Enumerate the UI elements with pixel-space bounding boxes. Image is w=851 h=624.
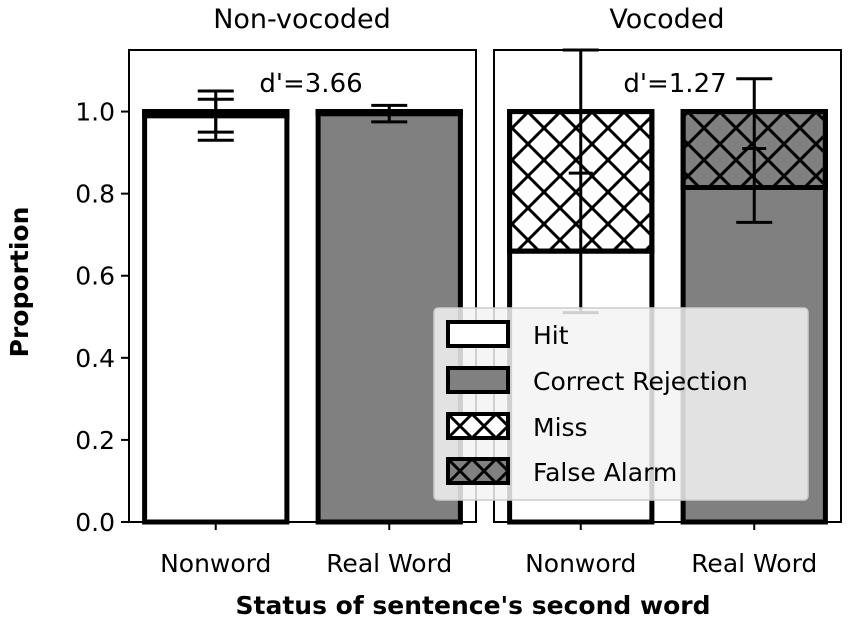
legend-label-miss: Miss [533,413,588,442]
legend-label-correct-rejection: Correct Rejection [533,367,748,396]
legend-swatch-correct-rejection [446,366,510,394]
dprime-annotation-vocoded: d'=1.27 [623,69,726,99]
y-tick-label-0-6: 0.6 [75,262,115,291]
panel-title-vocoded: Vocoded [609,4,724,35]
x-tick-label-vocoded-real-word: Real Word [691,549,817,578]
panel-frame-non-vocoded [128,49,477,523]
x-tick-label-vocoded-nonword: Nonword [525,549,636,578]
y-axis-label: Proportion [5,207,34,358]
legend-hatch-false-alarm [446,457,510,485]
y-tick-label-0-4: 0.4 [75,344,115,373]
legend-hatch-miss [446,412,510,440]
y-tick-label-1-0: 1.0 [75,98,115,127]
bar-non-vocoded-nonword-hit [142,113,290,525]
legend-box [433,307,809,501]
legend-label-false-alarm: False Alarm [533,458,677,487]
legend-swatch-hit [446,320,510,348]
x-tick-label-non-vocoded-real-word: Real Word [326,549,452,578]
y-tick-label-0-8: 0.8 [75,180,115,209]
panel-title-non-vocoded: Non-vocoded [213,4,391,35]
panel-frame-vocoded [493,49,842,523]
y-tick-label-0-0: 0.0 [75,508,115,537]
legend-label-hit: Hit [533,321,569,350]
dprime-annotation-non-vocoded: d'=3.66 [259,69,362,99]
x-tick-label-non-vocoded-nonword: Nonword [160,549,271,578]
legend: Hit Correct Rejection Miss False Alarm [433,307,809,501]
y-tick-label-0-2: 0.2 [75,426,115,455]
x-axis-label: Status of sentence's second word [236,591,711,620]
